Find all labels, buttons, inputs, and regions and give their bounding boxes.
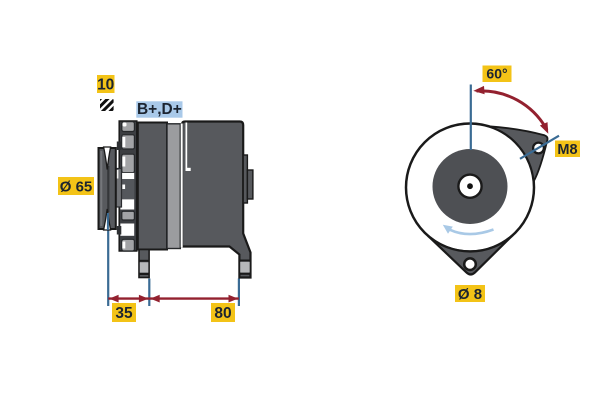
svg-text:Ø 65: Ø 65	[60, 179, 93, 196]
svg-text:35: 35	[115, 305, 133, 322]
svg-text:Ø 8: Ø 8	[458, 286, 482, 303]
svg-text:60°: 60°	[486, 66, 507, 82]
svg-text:80: 80	[214, 305, 231, 322]
svg-text:M8: M8	[557, 142, 577, 158]
svg-text:10: 10	[97, 77, 114, 94]
svg-text:B+,D+: B+,D+	[137, 101, 182, 118]
